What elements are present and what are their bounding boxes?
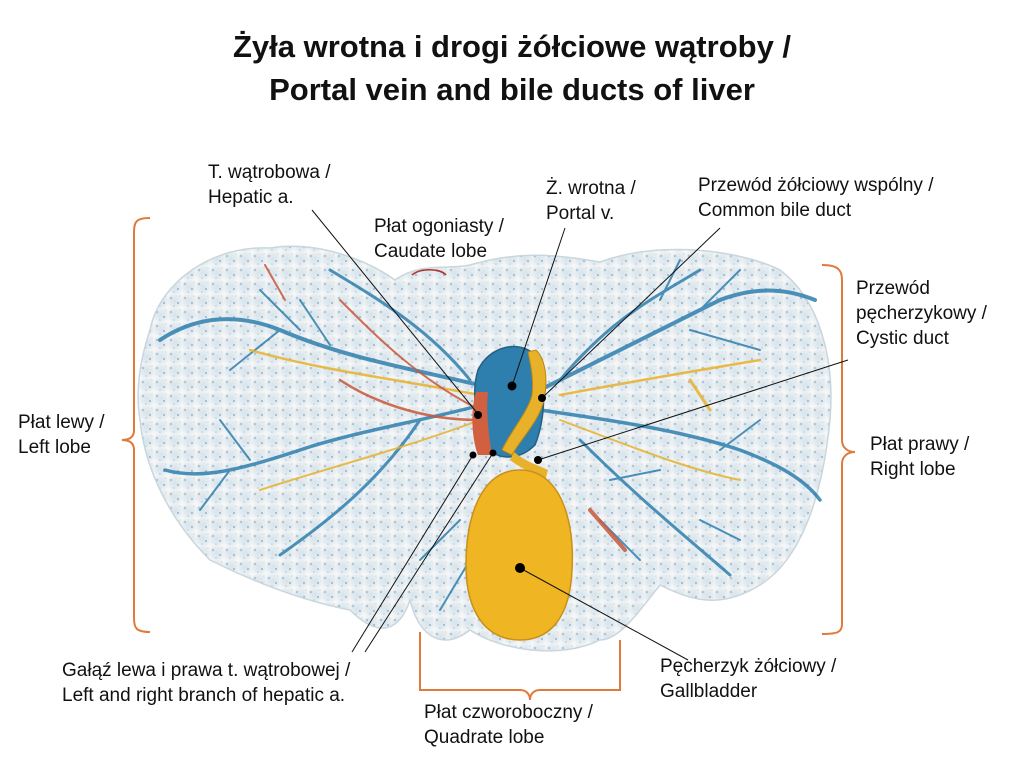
label-right-lobe-pl: Płat prawy / — [870, 434, 970, 455]
caudate-lobe-bracket — [411, 268, 447, 276]
cystic-duct-shape — [510, 452, 548, 478]
label-portal-vein-pl: Ż. wrotna / — [546, 178, 636, 199]
label-caudate-lobe: Płat ogoniasty / Caudate lobe — [374, 214, 504, 264]
label-left-lobe: Płat lewy / Left lobe — [18, 410, 105, 460]
label-common-bile-duct: Przewód żółciowy wspólny / Common bile d… — [698, 173, 933, 223]
label-left-lobe-en: Left lobe — [18, 437, 91, 458]
dot-cystic-duct — [534, 456, 542, 464]
label-portal-vein-en: Portal v. — [546, 203, 615, 224]
right-lobe-bracket — [821, 264, 856, 635]
leader-gallbladder — [519, 567, 689, 661]
label-cystic-duct-en: Cystic duct — [856, 328, 949, 349]
label-left-lobe-pl: Płat lewy / — [18, 412, 105, 433]
common-bile-duct-shape — [501, 349, 547, 456]
label-portal-vein: Ż. wrotna / Portal v. — [546, 176, 636, 226]
label-cystic-duct: Przewód pęcherzykowy / Cystic duct — [856, 276, 987, 351]
leader-hepatic-branch-left — [351, 454, 474, 653]
leader-portal-vein — [511, 227, 566, 387]
gallbladder-shape — [465, 469, 574, 641]
label-hepatic-branches-en: Left and right branch of hepatic a. — [62, 685, 346, 706]
diagram-title-line-1: Żyła wrotna i drogi żółciowe wątroby / — [232, 29, 792, 64]
quadrate-lobe-bracket — [419, 632, 621, 701]
label-hepatic-branches-pl: Gałąź lewa i prawa t. wątrobowej / — [62, 660, 351, 681]
label-caudate-lobe-en: Caudate lobe — [374, 241, 488, 262]
leader-common-bile-duct — [541, 227, 721, 399]
label-right-lobe-en: Right lobe — [870, 459, 956, 480]
label-quadrate-lobe-en: Quadrate lobe — [424, 727, 545, 748]
label-cystic-duct-pl2: pęcherzykowy / — [856, 303, 987, 324]
leader-cystic-duct — [537, 359, 849, 461]
hepatic-artery-branches — [264, 264, 627, 552]
dot-hepatic-artery — [474, 411, 482, 419]
label-gallbladder-pl: Pęcherzyk żółciowy / — [660, 656, 837, 677]
label-caudate-lobe-pl: Płat ogoniasty / — [374, 216, 504, 237]
label-hepatic-artery-en: Hepatic a. — [208, 187, 294, 208]
label-common-bile-duct-en: Common bile duct — [698, 200, 852, 221]
label-common-bile-duct-pl: Przewód żółciowy wspólny / — [698, 175, 934, 196]
label-right-lobe: Płat prawy / Right lobe — [870, 432, 969, 482]
hepatic-artery-trunk — [472, 392, 492, 455]
label-hepatic-artery: T. wątrobowa / Hepatic a. — [208, 160, 331, 210]
dot-hepatic-branch-right — [489, 449, 497, 457]
label-quadrate-lobe: Płat czworoboczny / Quadrate lobe — [424, 700, 593, 750]
label-cystic-duct-pl1: Przewód — [856, 278, 930, 299]
dot-hepatic-branch-left — [469, 451, 477, 459]
dot-gallbladder — [515, 563, 525, 573]
lobe-brackets — [121, 217, 856, 701]
leader-lines — [311, 209, 849, 661]
portal-vein-branches — [158, 259, 822, 611]
anchor-dots — [469, 381, 546, 573]
label-quadrate-lobe-pl: Płat czworoboczny / — [424, 702, 593, 723]
bile-duct-branches — [248, 348, 762, 491]
left-lobe-bracket — [121, 217, 151, 633]
diagram-title-line-2: Portal vein and bile ducts of liver — [269, 72, 755, 107]
leader-hepatic-branch-right — [364, 452, 494, 653]
dot-common-bile-duct — [538, 394, 546, 402]
dot-portal-vein — [507, 381, 517, 391]
label-gallbladder: Pęcherzyk żółciowy / Gallbladder — [660, 654, 836, 704]
label-hepatic-artery-pl: T. wątrobowa / — [208, 162, 331, 183]
label-gallbladder-en: Gallbladder — [660, 681, 758, 702]
leader-hepatic-artery — [311, 209, 479, 415]
label-hepatic-branches: Gałąź lewa i prawa t. wątrobowej / Left … — [62, 658, 350, 708]
